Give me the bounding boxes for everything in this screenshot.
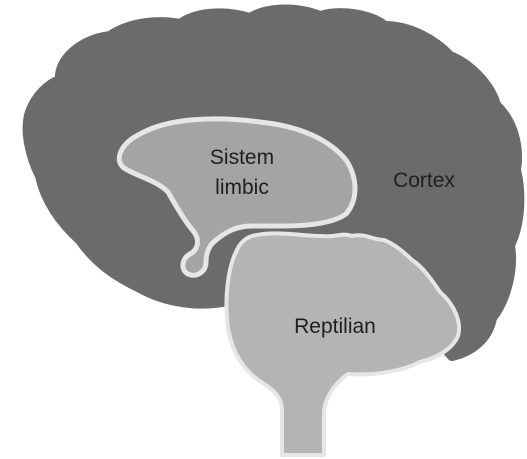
limbic-region	[116, 116, 358, 278]
cortex-label: Cortex	[393, 169, 455, 192]
reptilian-region	[224, 231, 461, 457]
limbic-label-line2: limbic	[215, 176, 269, 199]
limbic-label-line1: Sistem	[210, 146, 274, 169]
reptilian-label: Reptilian	[294, 315, 376, 338]
